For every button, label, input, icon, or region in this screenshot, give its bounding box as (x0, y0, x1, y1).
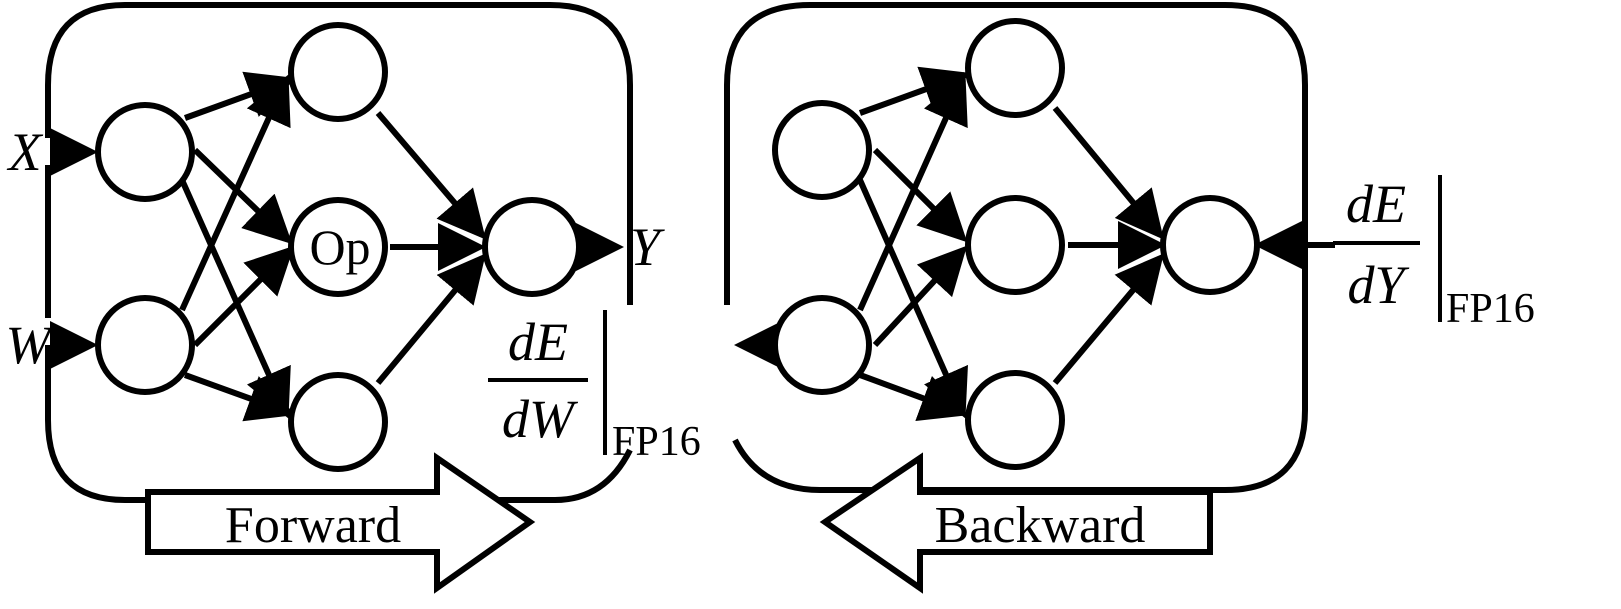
backward-panel (724, 1, 1335, 493)
backward-box-outline (724, 1, 1308, 493)
forward-hidden-node-1 (288, 22, 388, 122)
input-x-label: X (7, 122, 44, 182)
input-w-label: W (6, 315, 56, 375)
backward-arrow[interactable]: Backward (819, 452, 1213, 594)
gradient-y-numerator: dE (1346, 174, 1406, 234)
backward-hidden-node-1 (965, 18, 1065, 118)
forward-box-outline (45, 1, 633, 503)
gradient-w-subscript: FP16 (612, 419, 701, 465)
gradient-y-denominator: dY (1347, 255, 1409, 315)
gradient-w-annotation: dE dW FP16 (488, 310, 701, 465)
gradient-y-subscript: FP16 (1446, 286, 1535, 332)
gradient-y-annotation: dE dY FP16 (1333, 174, 1535, 332)
forward-arrow-label: Forward (225, 497, 401, 554)
forward-op-node (288, 197, 388, 297)
backward-input-node-1 (772, 100, 872, 200)
gradient-w-denominator: dW (502, 389, 579, 449)
backward-hidden-node-3 (965, 370, 1065, 470)
forward-hidden-node-3 (288, 372, 388, 472)
backward-arrow-shape (819, 452, 1213, 594)
forward-input-node-1 (95, 102, 195, 202)
forward-edges (50, 71, 624, 422)
forward-arrow[interactable]: Forward (145, 452, 536, 594)
backward-input-node-2 (772, 295, 872, 395)
backward-edges (734, 66, 1335, 421)
forward-panel: X W Op Y (6, 1, 665, 503)
forward-input-node-2 (95, 295, 195, 395)
output-y-label: Y (630, 217, 665, 277)
forward-arrow-shape (145, 452, 536, 594)
backward-output-node (1160, 195, 1260, 295)
backward-arrow-label: Backward (935, 497, 1146, 554)
backward-hidden-node-2 (965, 195, 1065, 295)
gradient-w-numerator: dE (508, 312, 568, 372)
forward-output-node (482, 197, 582, 297)
op-label: Op (309, 219, 370, 275)
